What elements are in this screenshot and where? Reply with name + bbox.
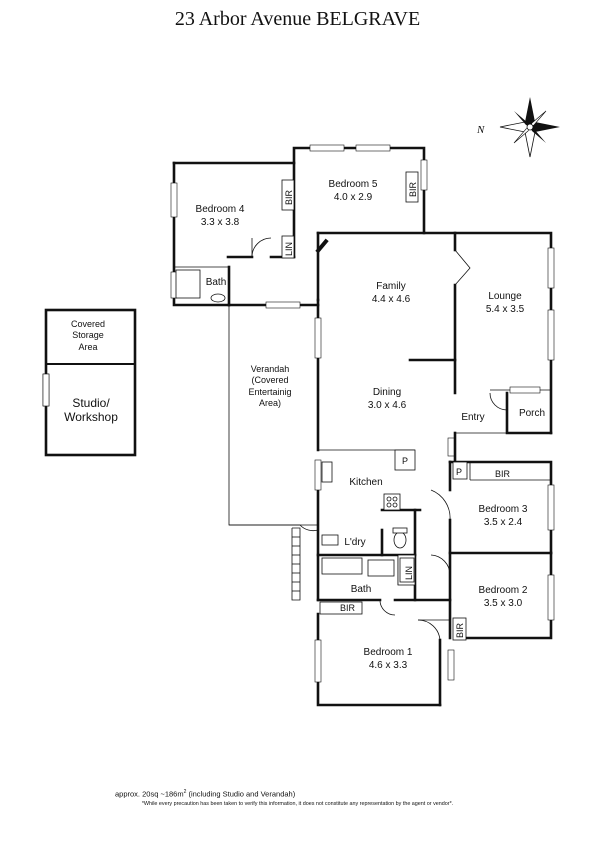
compass-rose-icon bbox=[499, 97, 560, 158]
room-bedroom-1: Bedroom 1 4.6 x 3.3 bbox=[364, 647, 413, 671]
bir-label: BIR bbox=[284, 189, 294, 205]
floor-area-note: approx. 20sq ~186m2 (including Studio an… bbox=[115, 789, 295, 799]
room-studio: Studio/ Workshop bbox=[64, 396, 118, 424]
verandah-line: Verandah bbox=[251, 364, 290, 374]
verandah-line: (Covered bbox=[251, 375, 288, 385]
storage-line: Area bbox=[78, 342, 97, 352]
compass-north-label: N bbox=[476, 124, 485, 136]
pantry-label: P bbox=[402, 456, 408, 466]
room-dims: 3.5 x 2.4 bbox=[484, 517, 523, 528]
room-dims: 4.0 x 2.9 bbox=[334, 192, 373, 203]
lin-label: LIN bbox=[404, 566, 414, 580]
storage-labels: BIR BIR LIN BIR LIN BIR BIR P P bbox=[281, 171, 511, 641]
room-lounge: Lounge 5.4 x 3.5 bbox=[486, 291, 525, 315]
room-verandah: Verandah (Covered Entertainig Area) bbox=[248, 364, 291, 408]
fixtures bbox=[175, 269, 408, 577]
pantry-label: P bbox=[456, 467, 462, 477]
room-name: Bedroom 2 bbox=[479, 585, 528, 596]
storage-line: Storage bbox=[72, 330, 104, 340]
doors bbox=[251, 237, 508, 641]
disclaimer: *While every precaution has been taken t… bbox=[141, 801, 454, 807]
area-suffix: (including Studio and Verandah) bbox=[186, 789, 296, 799]
room-dims: 4.6 x 3.3 bbox=[369, 660, 408, 671]
room-dims: 4.4 x 4.6 bbox=[372, 294, 411, 305]
room-name: Bedroom 3 bbox=[479, 504, 528, 515]
room-name: Dining bbox=[373, 387, 401, 398]
room-family: Family 4.4 x 4.6 bbox=[372, 281, 411, 305]
verandah-line: Area) bbox=[259, 398, 281, 408]
room-dims: 3.3 x 3.8 bbox=[201, 217, 240, 228]
area-value: approx. 20sq ~186m bbox=[115, 789, 184, 799]
room-bedroom-5: Bedroom 5 4.0 x 2.9 bbox=[329, 179, 378, 203]
studio-line: Studio/ bbox=[72, 396, 110, 410]
room-name: Lounge bbox=[488, 291, 522, 302]
room-kitchen: Kitchen bbox=[349, 477, 382, 488]
studio-line: Workshop bbox=[64, 410, 118, 424]
room-bath-lower: Bath bbox=[351, 584, 372, 595]
room-porch: Porch bbox=[519, 408, 545, 419]
room-name: Family bbox=[376, 281, 405, 292]
area-unit-sup: 2 bbox=[183, 789, 187, 795]
steps bbox=[291, 527, 301, 601]
room-entry: Entry bbox=[461, 412, 484, 423]
storage-line: Covered bbox=[71, 319, 105, 329]
room-dims: 3.5 x 3.0 bbox=[484, 598, 523, 609]
property-title: 23 Arbor Avenue BELGRAVE bbox=[174, 8, 421, 30]
bir-label: BIR bbox=[408, 181, 418, 197]
room-name: Bedroom 1 bbox=[364, 647, 413, 658]
room-name: Bedroom 4 bbox=[196, 204, 245, 215]
room-bedroom-2: Bedroom 2 3.5 x 3.0 bbox=[479, 585, 528, 609]
room-storage: Covered Storage Area bbox=[71, 319, 105, 352]
verandah-line: Entertainig bbox=[248, 387, 291, 397]
room-dining: Dining 3.0 x 4.6 bbox=[368, 387, 407, 411]
bir-label: BIR bbox=[455, 622, 465, 638]
room-bath-upper: Bath bbox=[206, 277, 227, 288]
lin-label: LIN bbox=[284, 242, 294, 256]
room-name: Bedroom 5 bbox=[329, 179, 378, 190]
house-walls bbox=[172, 146, 553, 707]
room-bedroom-4: Bedroom 4 3.3 x 3.8 bbox=[196, 204, 245, 228]
bir-label: BIR bbox=[340, 603, 356, 613]
room-dims: 3.0 x 4.6 bbox=[368, 400, 407, 411]
room-dims: 5.4 x 3.5 bbox=[486, 304, 525, 315]
bir-label: BIR bbox=[495, 469, 511, 479]
room-bedroom-3: Bedroom 3 3.5 x 2.4 bbox=[479, 504, 528, 528]
room-laundry: L'dry bbox=[344, 537, 365, 548]
windows bbox=[42, 144, 555, 683]
